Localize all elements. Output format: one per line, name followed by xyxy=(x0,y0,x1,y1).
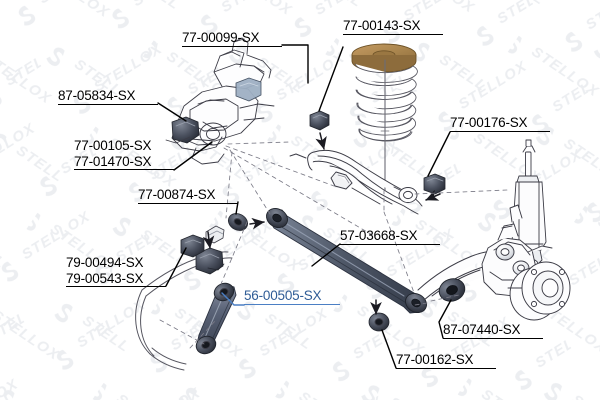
callout-rule xyxy=(443,337,543,339)
callout-line: 77-00105-SX xyxy=(74,138,152,153)
callout-77-00143[interactable]: 77-00143-SX xyxy=(343,18,443,35)
callout-line: 57-03668-SX xyxy=(340,228,418,243)
callout-87-05834[interactable]: 87-05834-SX xyxy=(58,88,158,105)
callout-rule xyxy=(182,45,282,47)
callout-77-00099[interactable]: 77-00099-SX xyxy=(182,30,282,47)
callout-87-07440[interactable]: 87-07440-SX xyxy=(443,322,543,339)
callout-56-00505-highlighted[interactable]: 56-00505-SX xyxy=(244,288,340,305)
callout-77-00162[interactable]: 77-00162-SX xyxy=(396,352,496,369)
callout-line: 77-00874-SX xyxy=(138,187,216,202)
callout-line: 77-00143-SX xyxy=(343,18,421,33)
callout-rule xyxy=(450,130,550,132)
callout-rule xyxy=(396,367,496,369)
callout-77-00874[interactable]: 77-00874-SX xyxy=(138,187,238,204)
callout-rule xyxy=(244,303,340,305)
callout-77-00105-77-01470[interactable]: 77-00105-SX 77-01470-SX xyxy=(74,138,174,170)
callout-rule xyxy=(66,286,166,287)
callout-line: 79-00494-SX xyxy=(66,255,144,270)
callout-77-00176[interactable]: 77-00176-SX xyxy=(450,115,550,132)
callout-line: 87-07440-SX xyxy=(443,322,521,337)
callout-line: 77-01470-SX xyxy=(74,153,152,169)
callout-line: 77-00162-SX xyxy=(396,352,474,367)
callout-line: 79-00543-SX xyxy=(66,270,144,286)
callout-rule xyxy=(74,169,174,170)
callout-57-03668[interactable]: 57-03668-SX xyxy=(340,228,440,245)
callout-line: 77-00099-SX xyxy=(182,30,260,45)
callout-79-00494-79-00543[interactable]: 79-00494-SX 79-00543-SX xyxy=(66,255,166,287)
callout-line: 56-00505-SX xyxy=(244,288,322,303)
callout-rule xyxy=(340,243,440,245)
callout-line: 87-05834-SX xyxy=(58,88,136,103)
callout-rule xyxy=(138,202,238,204)
callout-rule xyxy=(343,33,443,35)
callout-rule xyxy=(58,103,158,105)
callout-line: 77-00176-SX xyxy=(450,115,528,130)
